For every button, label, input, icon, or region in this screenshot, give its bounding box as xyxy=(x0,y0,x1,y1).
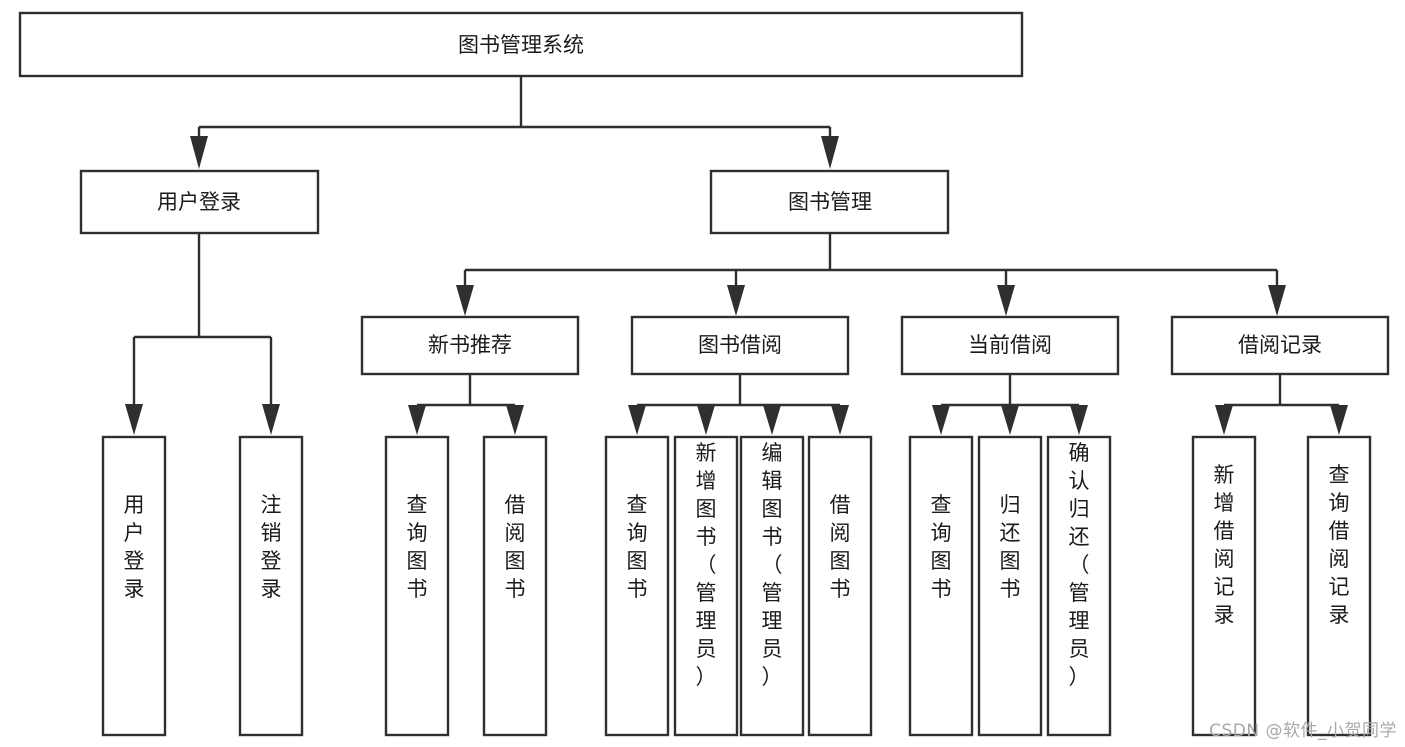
node-book-borrow[interactable]: 图书借阅 xyxy=(630,315,850,376)
arrowhead-leaf-edit-book xyxy=(763,405,781,435)
node-book-manage[interactable]: 图书管理 xyxy=(709,169,950,235)
node-leaf-add-book[interactable]: 新增图书（管理员） xyxy=(673,435,739,737)
node-borrow-record-box[interactable] xyxy=(1170,315,1390,376)
arrowhead-borrow-record xyxy=(1268,285,1286,316)
node-leaf-return-book[interactable]: 归还图书 xyxy=(977,435,1043,737)
connector-layer xyxy=(125,76,1348,435)
node-new-book-recommend[interactable]: 新书推荐 xyxy=(360,315,580,376)
node-leaf-user-logout[interactable]: 注销登录 xyxy=(238,435,304,737)
node-leaf-user-logout-box[interactable] xyxy=(238,435,304,737)
node-leaf-user-login-box[interactable] xyxy=(101,435,167,737)
node-leaf-add-record[interactable]: 新增借阅记录 xyxy=(1191,435,1257,737)
node-leaf-edit-book-box[interactable] xyxy=(739,435,805,737)
arrowhead-leaf-add-book xyxy=(697,405,715,435)
node-leaf-add-record-box[interactable] xyxy=(1191,435,1257,737)
node-leaf-borrow-book-2-label: 借阅图书 xyxy=(830,493,851,601)
node-leaf-query-book-1-label: 查询图书 xyxy=(407,493,428,601)
arrowhead-new-book-recommend xyxy=(456,285,474,316)
arrowhead-current-borrow xyxy=(997,285,1015,316)
node-leaf-query-book-3[interactable]: 查询图书 xyxy=(908,435,974,737)
node-borrow-record[interactable]: 借阅记录 xyxy=(1170,315,1390,376)
node-current-borrow-box[interactable] xyxy=(900,315,1120,376)
node-leaf-edit-book-label: 编辑图书（管理员） xyxy=(762,441,783,689)
arrowhead-leaf-query-book-2 xyxy=(628,405,646,435)
arrowhead-leaf-user-login xyxy=(125,404,143,435)
node-leaf-confirm-return-label: 确认归还（管理员） xyxy=(1069,441,1090,689)
node-root[interactable]: 图书管理系统 xyxy=(18,11,1024,78)
node-leaf-borrow-book-1-label: 借阅图书 xyxy=(505,493,526,601)
node-leaf-add-record-label: 新增借阅记录 xyxy=(1214,463,1235,627)
node-leaf-edit-book[interactable]: 编辑图书（管理员） xyxy=(739,435,805,737)
node-leaf-add-book-box[interactable] xyxy=(673,435,739,737)
arrowhead-book-borrow xyxy=(727,285,745,316)
node-new-book-recommend-box[interactable] xyxy=(360,315,580,376)
node-leaf-user-login-label: 用户登录 xyxy=(124,493,145,601)
node-leaf-query-book-2[interactable]: 查询图书 xyxy=(604,435,670,737)
node-leaf-query-record[interactable]: 查询借阅记录 xyxy=(1306,435,1372,737)
node-book-manage-label: 图书管理 xyxy=(788,190,872,214)
node-leaf-user-login[interactable]: 用户登录 xyxy=(101,435,167,737)
node-user-login[interactable]: 用户登录 xyxy=(79,169,320,235)
node-book-borrow-label: 图书借阅 xyxy=(698,333,782,357)
node-current-borrow-label: 当前借阅 xyxy=(968,333,1052,357)
node-leaf-query-book-1[interactable]: 查询图书 xyxy=(384,435,450,737)
node-leaf-borrow-book-1[interactable]: 借阅图书 xyxy=(482,435,548,737)
node-leaf-add-book-label: 新增图书（管理员） xyxy=(696,441,717,689)
arrowhead-leaf-borrow-book-1 xyxy=(506,405,524,435)
node-root-label: 图书管理系统 xyxy=(458,33,584,57)
node-current-borrow[interactable]: 当前借阅 xyxy=(900,315,1120,376)
node-leaf-query-book-3-box[interactable] xyxy=(908,435,974,737)
arrowhead-leaf-add-record xyxy=(1215,405,1233,435)
node-user-login-label: 用户登录 xyxy=(157,190,241,214)
arrowhead-leaf-user-logout xyxy=(262,404,280,435)
node-leaf-query-record-label: 查询借阅记录 xyxy=(1329,463,1350,627)
node-leaf-return-book-label: 归还图书 xyxy=(1000,493,1021,601)
arrowhead-leaf-return-book xyxy=(1001,405,1019,435)
node-leaf-user-logout-label: 注销登录 xyxy=(261,493,282,601)
arrowhead-leaf-confirm-return xyxy=(1070,405,1088,435)
node-leaf-confirm-return-box[interactable] xyxy=(1046,435,1112,737)
arrowhead-leaf-query-record xyxy=(1330,405,1348,435)
node-root-box[interactable] xyxy=(18,11,1024,78)
node-leaf-query-book-2-box[interactable] xyxy=(604,435,670,737)
node-user-login-box[interactable] xyxy=(79,169,320,235)
node-leaf-borrow-book-2[interactable]: 借阅图书 xyxy=(807,435,873,737)
node-leaf-confirm-return[interactable]: 确认归还（管理员） xyxy=(1046,435,1112,737)
node-leaf-query-book-3-label: 查询图书 xyxy=(931,493,952,601)
node-new-book-recommend-label: 新书推荐 xyxy=(428,333,512,357)
node-leaf-query-book-1-box[interactable] xyxy=(384,435,450,737)
node-leaf-borrow-book-2-box[interactable] xyxy=(807,435,873,737)
node-leaf-return-book-box[interactable] xyxy=(977,435,1043,737)
node-borrow-record-label: 借阅记录 xyxy=(1238,333,1322,357)
node-leaf-query-record-box[interactable] xyxy=(1306,435,1372,737)
node-book-borrow-box[interactable] xyxy=(630,315,850,376)
arrowhead-book-manage xyxy=(821,136,839,169)
arrowhead-user-login xyxy=(190,136,208,169)
node-book-manage-box[interactable] xyxy=(709,169,950,235)
arrowhead-leaf-query-book-3 xyxy=(932,405,950,435)
node-leaf-borrow-book-1-box[interactable] xyxy=(482,435,548,737)
arrowhead-leaf-query-book-1 xyxy=(408,405,426,435)
arrowhead-leaf-borrow-book-2 xyxy=(831,405,849,435)
node-leaf-query-book-2-label: 查询图书 xyxy=(627,493,648,601)
